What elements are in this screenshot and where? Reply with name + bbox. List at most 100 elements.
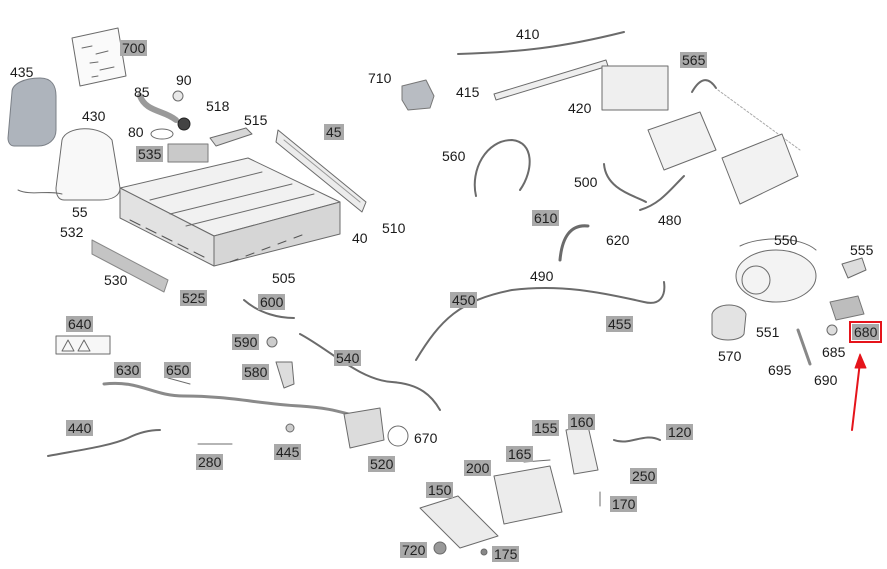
part-710-reservoir xyxy=(401,79,435,111)
part-label-695[interactable]: 695 xyxy=(768,362,792,378)
part-40-rail xyxy=(275,129,367,213)
part-420-box xyxy=(601,65,669,111)
part-label-415[interactable]: 415 xyxy=(456,84,480,100)
part-590-grommet xyxy=(266,336,278,348)
part-label-120[interactable]: 120 xyxy=(666,424,694,440)
part-label-590[interactable]: 590 xyxy=(232,334,260,350)
part-label-45[interactable]: 45 xyxy=(324,124,344,140)
part-445-clamp xyxy=(285,423,295,433)
part-label-505[interactable]: 505 xyxy=(272,270,296,286)
part-label-610[interactable]: 610 xyxy=(532,210,560,226)
part-440-cable xyxy=(47,429,161,457)
part-label-435[interactable]: 435 xyxy=(10,64,34,80)
part-label-650[interactable]: 650 xyxy=(164,362,192,378)
part-565-module-b xyxy=(721,133,799,205)
part-label-445[interactable]: 445 xyxy=(274,444,302,460)
part-label-560[interactable]: 560 xyxy=(442,148,466,164)
part-600-line xyxy=(243,299,295,319)
part-label-510[interactable]: 510 xyxy=(382,220,406,236)
part-410-line xyxy=(457,31,625,55)
part-label-440[interactable]: 440 xyxy=(66,420,94,436)
part-label-85[interactable]: 85 xyxy=(134,84,150,100)
part-label-690[interactable]: 690 xyxy=(814,372,838,388)
part-label-430[interactable]: 430 xyxy=(82,108,106,124)
part-label-490[interactable]: 490 xyxy=(530,268,554,284)
part-label-565[interactable]: 565 xyxy=(680,52,708,68)
part-450-harness xyxy=(415,281,666,361)
selection-arrow xyxy=(851,353,867,431)
part-505-battery-pack xyxy=(119,157,341,267)
part-label-670[interactable]: 670 xyxy=(414,430,438,446)
part-label-55[interactable]: 55 xyxy=(72,204,88,220)
part-label-555[interactable]: 555 xyxy=(850,242,874,258)
part-label-175[interactable]: 175 xyxy=(492,546,520,562)
part-label-500[interactable]: 500 xyxy=(574,174,598,190)
part-label-280[interactable]: 280 xyxy=(196,454,224,470)
part-label-532[interactable]: 532 xyxy=(60,224,84,240)
part-label-80[interactable]: 80 xyxy=(128,124,144,140)
part-200-module xyxy=(493,465,563,525)
part-label-410[interactable]: 410 xyxy=(516,26,540,42)
part-150-bracket xyxy=(419,495,499,549)
part-label-720[interactable]: 720 xyxy=(400,542,428,558)
part-550-charger-unit xyxy=(735,238,817,303)
part-label-600[interactable]: 600 xyxy=(258,294,286,310)
part-90-clip xyxy=(172,90,184,102)
part-610-pipe xyxy=(558,224,590,262)
part-560-cable xyxy=(473,139,531,197)
part-label-450[interactable]: 450 xyxy=(450,292,478,308)
part-415-strap xyxy=(493,59,609,101)
part-175-bolt xyxy=(480,548,488,556)
part-label-40[interactable]: 40 xyxy=(352,230,368,246)
part-label-580[interactable]: 580 xyxy=(242,364,270,380)
part-label-680[interactable]: 680 xyxy=(848,321,883,343)
part-580-bracket xyxy=(275,361,295,389)
part-label-155[interactable]: 155 xyxy=(532,420,560,436)
part-label-685[interactable]: 685 xyxy=(822,344,846,360)
part-530-crossmember xyxy=(91,239,169,293)
part-695-rod xyxy=(796,328,812,366)
part-label-515[interactable]: 515 xyxy=(244,112,268,128)
part-720-fitting xyxy=(433,541,447,555)
part-570-cover xyxy=(711,304,747,341)
part-label-620[interactable]: 620 xyxy=(606,232,630,248)
part-label-640[interactable]: 640 xyxy=(66,316,94,332)
part-label-90[interactable]: 90 xyxy=(176,72,192,88)
part-label-170[interactable]: 170 xyxy=(610,496,638,512)
part-label-710[interactable]: 710 xyxy=(368,70,392,86)
part-label-165[interactable]: 165 xyxy=(506,446,534,462)
part-500-cable xyxy=(603,163,647,203)
part-label-520[interactable]: 520 xyxy=(368,456,396,472)
part-518-fitting xyxy=(177,117,191,131)
part-label-455[interactable]: 455 xyxy=(606,316,634,332)
part-80-ring xyxy=(150,128,174,140)
part-label-150[interactable]: 150 xyxy=(426,482,454,498)
part-535-module xyxy=(167,143,209,163)
part-label-551[interactable]: 551 xyxy=(756,324,780,340)
part-label-160[interactable]: 160 xyxy=(568,414,596,430)
part-label-540[interactable]: 540 xyxy=(334,350,362,366)
part-650-bolt xyxy=(167,377,191,385)
part-label-480[interactable]: 480 xyxy=(658,212,682,228)
part-label-570[interactable]: 570 xyxy=(718,348,742,364)
part-label-530[interactable]: 530 xyxy=(104,272,128,288)
part-label-630[interactable]: 630 xyxy=(114,362,142,378)
part-label-525[interactable]: 525 xyxy=(180,290,208,306)
part-520-block xyxy=(343,407,385,449)
part-label-535[interactable]: 535 xyxy=(136,146,164,162)
part-label-420[interactable]: 420 xyxy=(568,100,592,116)
part-430-strap xyxy=(17,189,63,195)
part-label-550[interactable]: 550 xyxy=(774,232,798,248)
part-label-200[interactable]: 200 xyxy=(464,460,492,476)
part-480-cable xyxy=(639,175,685,211)
part-565-module-a xyxy=(647,111,717,171)
part-label-700[interactable]: 700 xyxy=(120,40,148,56)
part-label-518[interactable]: 518 xyxy=(206,98,230,114)
part-label-250[interactable]: 250 xyxy=(630,468,658,484)
part-250-hose xyxy=(613,436,661,443)
part-555-bracket xyxy=(841,257,867,279)
part-160-bracket xyxy=(565,425,599,475)
part-430-blanket xyxy=(55,128,121,201)
